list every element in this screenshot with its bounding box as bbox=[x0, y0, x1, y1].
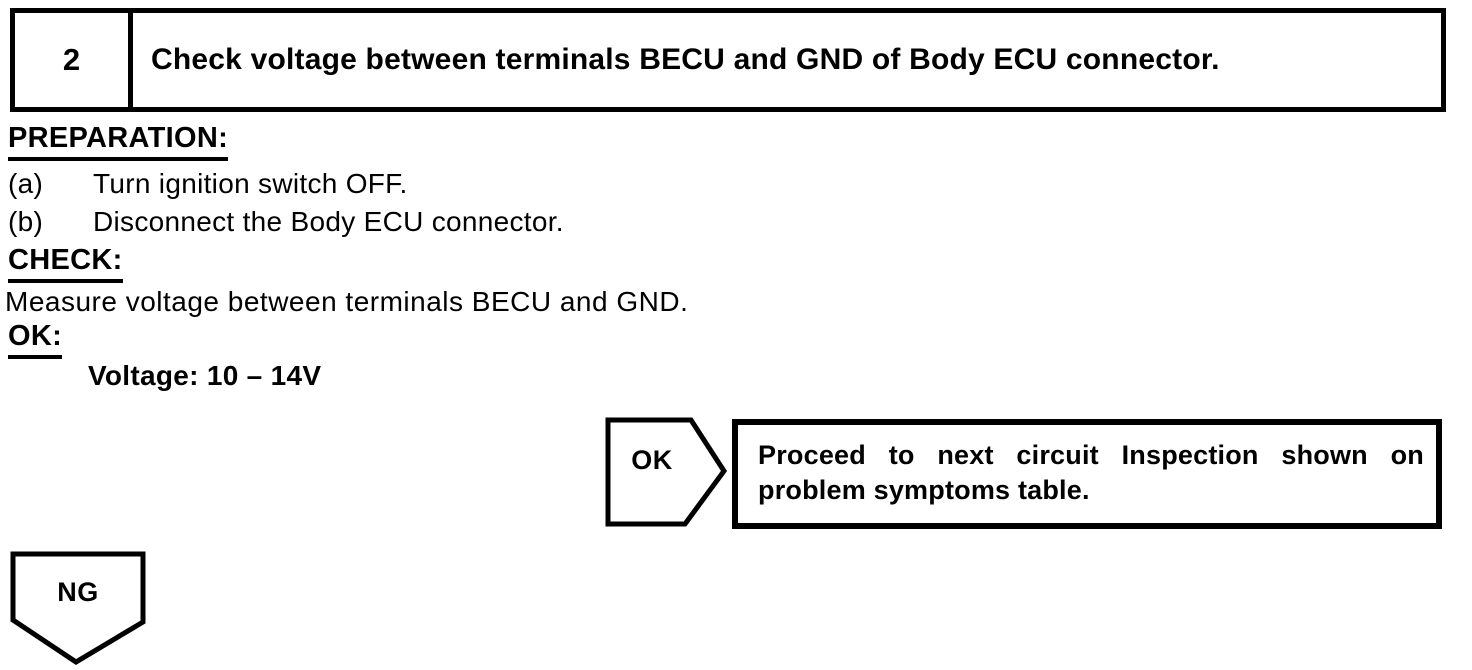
preparation-heading: PREPARATION: bbox=[8, 122, 229, 161]
ng-pentagon-icon bbox=[10, 551, 146, 665]
item-text: Disconnect the Body ECU connector. bbox=[93, 206, 564, 237]
ok-pentagon-icon bbox=[605, 417, 728, 527]
ok-action-box: Proceed to next circuit Inspection shown… bbox=[732, 419, 1442, 529]
step-title: Check voltage between terminals BECU and… bbox=[151, 43, 1220, 76]
ng-branch-connector: NG bbox=[10, 551, 147, 666]
ok-heading: OK: bbox=[8, 320, 63, 359]
ok-branch-label: OK bbox=[631, 445, 673, 475]
step-number: 2 bbox=[15, 13, 133, 107]
check-instruction: Measure voltage between terminals BECU a… bbox=[5, 286, 689, 317]
ng-branch-label: NG bbox=[57, 577, 99, 607]
check-heading: CHECK: bbox=[8, 244, 123, 283]
item-label: (b) bbox=[8, 206, 44, 237]
ok-branch-connector: OK bbox=[605, 417, 728, 527]
item-label: (a) bbox=[8, 168, 44, 199]
item-text: Turn ignition switch OFF. bbox=[93, 168, 408, 199]
voltage-spec: Voltage: 10 – 14V bbox=[88, 360, 322, 391]
step-header-box: 2 Check voltage between terminals BECU a… bbox=[10, 8, 1446, 112]
